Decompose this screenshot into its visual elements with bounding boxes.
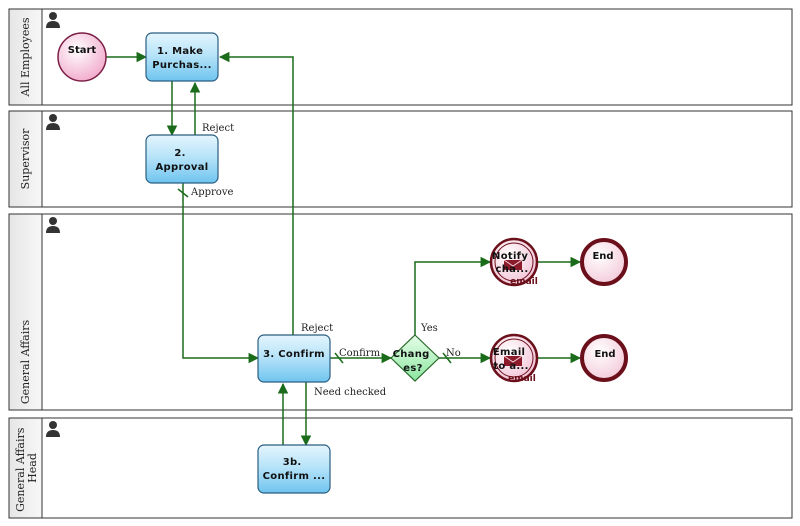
envelope-icon xyxy=(503,259,523,270)
end-event-top[interactable]: End xyxy=(580,238,628,286)
flow-label-approve: Approve xyxy=(190,187,233,198)
event-email-to-type: email xyxy=(508,374,536,384)
lane-label-general-affairs-head: General Affairs Head xyxy=(14,424,39,512)
task-make-purchase-label: 1. Make Purchas... xyxy=(152,46,212,71)
lane-label-general-affairs: General Affairs xyxy=(19,320,32,405)
sequence-flows xyxy=(106,51,582,447)
flow-label-need-checked: Need checked xyxy=(314,387,387,398)
event-notify-email[interactable]: Notify cha... email xyxy=(489,237,539,287)
event-notify-email-type: email xyxy=(510,277,538,287)
start-event-label: Start xyxy=(68,45,97,56)
task-approval-label: 2. Approval xyxy=(156,148,209,173)
lane-general-affairs-head: General Affairs Head xyxy=(8,417,793,519)
flow-label-yes: Yes xyxy=(420,323,438,334)
event-email-to[interactable]: Email to a... email xyxy=(489,333,539,384)
flow-label-reject-supervisor: Reject xyxy=(202,123,234,134)
task-confirm-b[interactable]: 3b. Confirm ... xyxy=(257,444,331,494)
person-icon xyxy=(46,12,60,28)
start-event[interactable]: Start xyxy=(57,32,107,82)
end-event-bottom[interactable]: End xyxy=(580,334,628,382)
person-icon xyxy=(46,421,60,437)
lane-supervisor: Supervisor xyxy=(8,110,793,208)
gateway-changes[interactable]: Chang es? xyxy=(390,334,440,382)
task-approval[interactable]: 2. Approval xyxy=(145,134,219,184)
end-event-top-label: End xyxy=(592,251,613,262)
flow-label-no: No xyxy=(446,348,461,359)
end-event-bottom-label: End xyxy=(594,349,615,360)
event-notify-email-label: Notify cha... xyxy=(492,251,532,275)
flow-label-confirm: Confirm xyxy=(339,348,381,359)
flow-labels: Reject Approve Reject Confirm Yes No Nee… xyxy=(190,123,461,398)
person-icon xyxy=(46,217,60,233)
event-email-to-label: Email to a... xyxy=(493,347,529,372)
task-confirm-label: 3. Confirm xyxy=(263,349,325,360)
flow-gateway-yes[interactable] xyxy=(414,256,492,335)
task-confirm-b-label: 3b. Confirm ... xyxy=(263,457,326,482)
lane-label-all-employees: All Employees xyxy=(19,17,32,97)
flow-approval-approve[interactable] xyxy=(182,183,260,364)
task-confirm[interactable]: 3. Confirm xyxy=(257,334,331,383)
lane-label-supervisor: Supervisor xyxy=(19,128,32,189)
task-make-purchase[interactable]: 1. Make Purchas... xyxy=(145,32,219,82)
person-icon xyxy=(46,114,60,130)
gateway-changes-label: Chang es? xyxy=(393,349,434,374)
envelope-icon xyxy=(503,355,523,366)
flow-label-reject-ga: Reject xyxy=(301,323,333,334)
lane-general-affairs: General Affairs xyxy=(8,213,793,411)
flow-confirm-reject[interactable] xyxy=(218,51,294,335)
